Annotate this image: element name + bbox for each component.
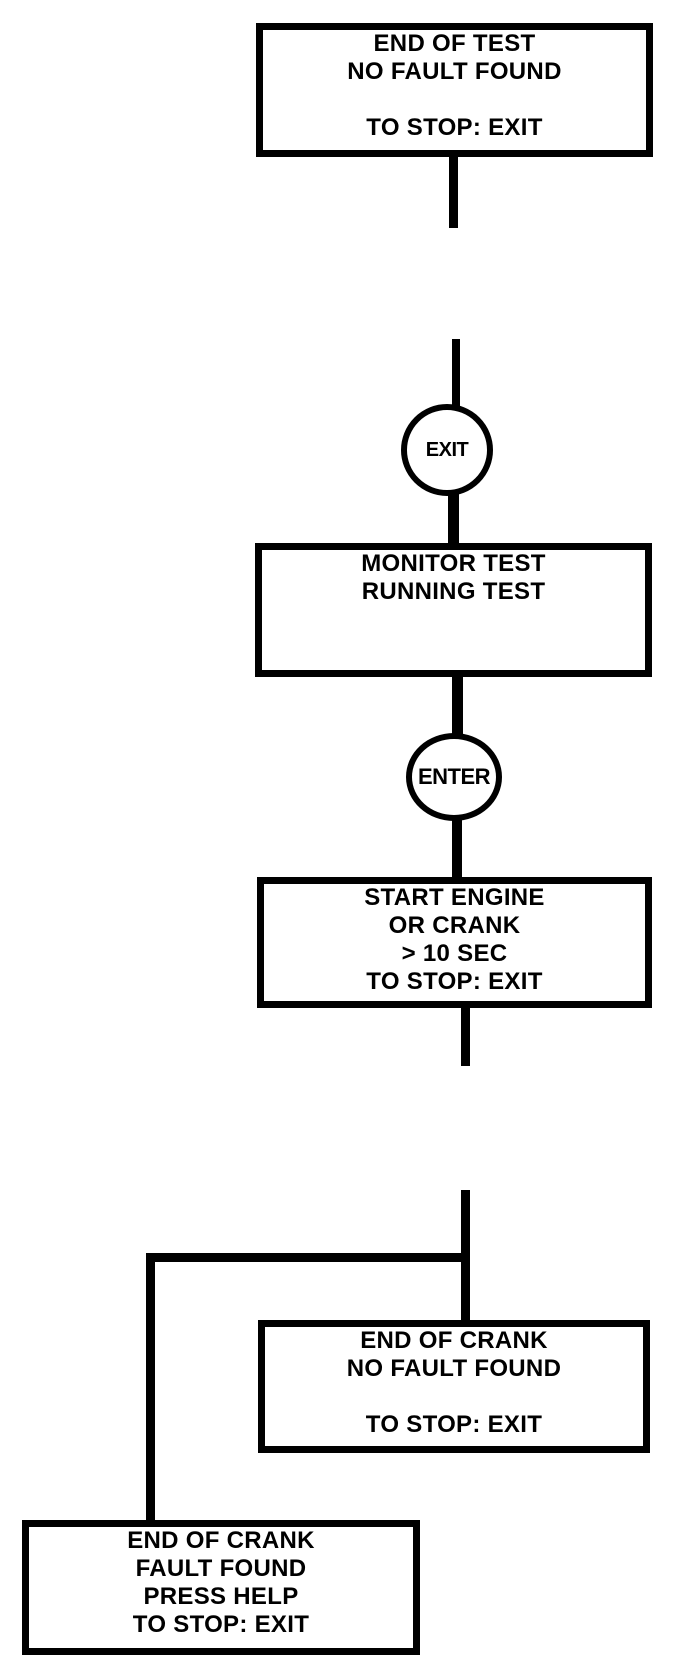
box-text-line: TO STOP: EXIT [132,1611,310,1638]
connector-start-down [461,1006,470,1066]
box-text-line: RUNNING TEST [361,578,546,605]
exit-key-circle: EXIT [401,404,493,496]
end-of-crank-fault-box: END OF CRANK FAULT FOUND PRESS HELP TO S… [22,1520,420,1655]
box-text-line [263,86,646,114]
box-text-line: FAULT FOUND [135,1555,307,1582]
enter-key-circle: ENTER [406,733,502,821]
box-text-line: OR CRANK [388,912,521,939]
branch-left-vertical-line [146,1253,155,1522]
box-text-line: PRESS HELP [143,1583,299,1610]
box-text-line [262,606,645,634]
enter-key-label: ENTER [417,764,491,789]
start-engine-box: START ENGINE OR CRANK > 10 SEC TO STOP: … [257,877,652,1008]
box-text-line: TO STOP: EXIT [365,1411,543,1438]
connector-monitor-to-enter [452,675,463,735]
monitor-test-box: MONITOR TEST RUNNING TEST [255,543,652,677]
end-of-crank-no-fault-box: END OF CRANK NO FAULT FOUND TO STOP: EXI… [258,1320,650,1453]
box-text-line: > 10 SEC [401,940,508,967]
connector-to-exit-key [452,339,460,411]
box-text-line: END OF CRANK [127,1527,315,1554]
connector-end-of-test-down [449,155,458,228]
box-text-line [262,634,645,662]
box-text-line: END OF TEST [373,30,536,57]
box-text-line: TO STOP: EXIT [366,114,543,141]
exit-key-label: EXIT [425,439,469,461]
box-text-line: NO FAULT FOUND [346,1355,562,1382]
box-text-line [265,1383,643,1411]
box-text-line: END OF CRANK [360,1327,548,1354]
box-text-line: TO STOP: EXIT [366,968,543,995]
end-of-test-box: END OF TEST NO FAULT FOUND TO STOP: EXIT [256,23,653,157]
box-text-line: START ENGINE [364,884,545,911]
connector-enter-to-start [452,817,462,879]
box-text-line: NO FAULT FOUND [347,58,562,85]
branch-horizontal-line [146,1253,470,1262]
connector-exit-to-monitor [448,492,459,547]
box-text-line: MONITOR TEST [361,550,546,577]
